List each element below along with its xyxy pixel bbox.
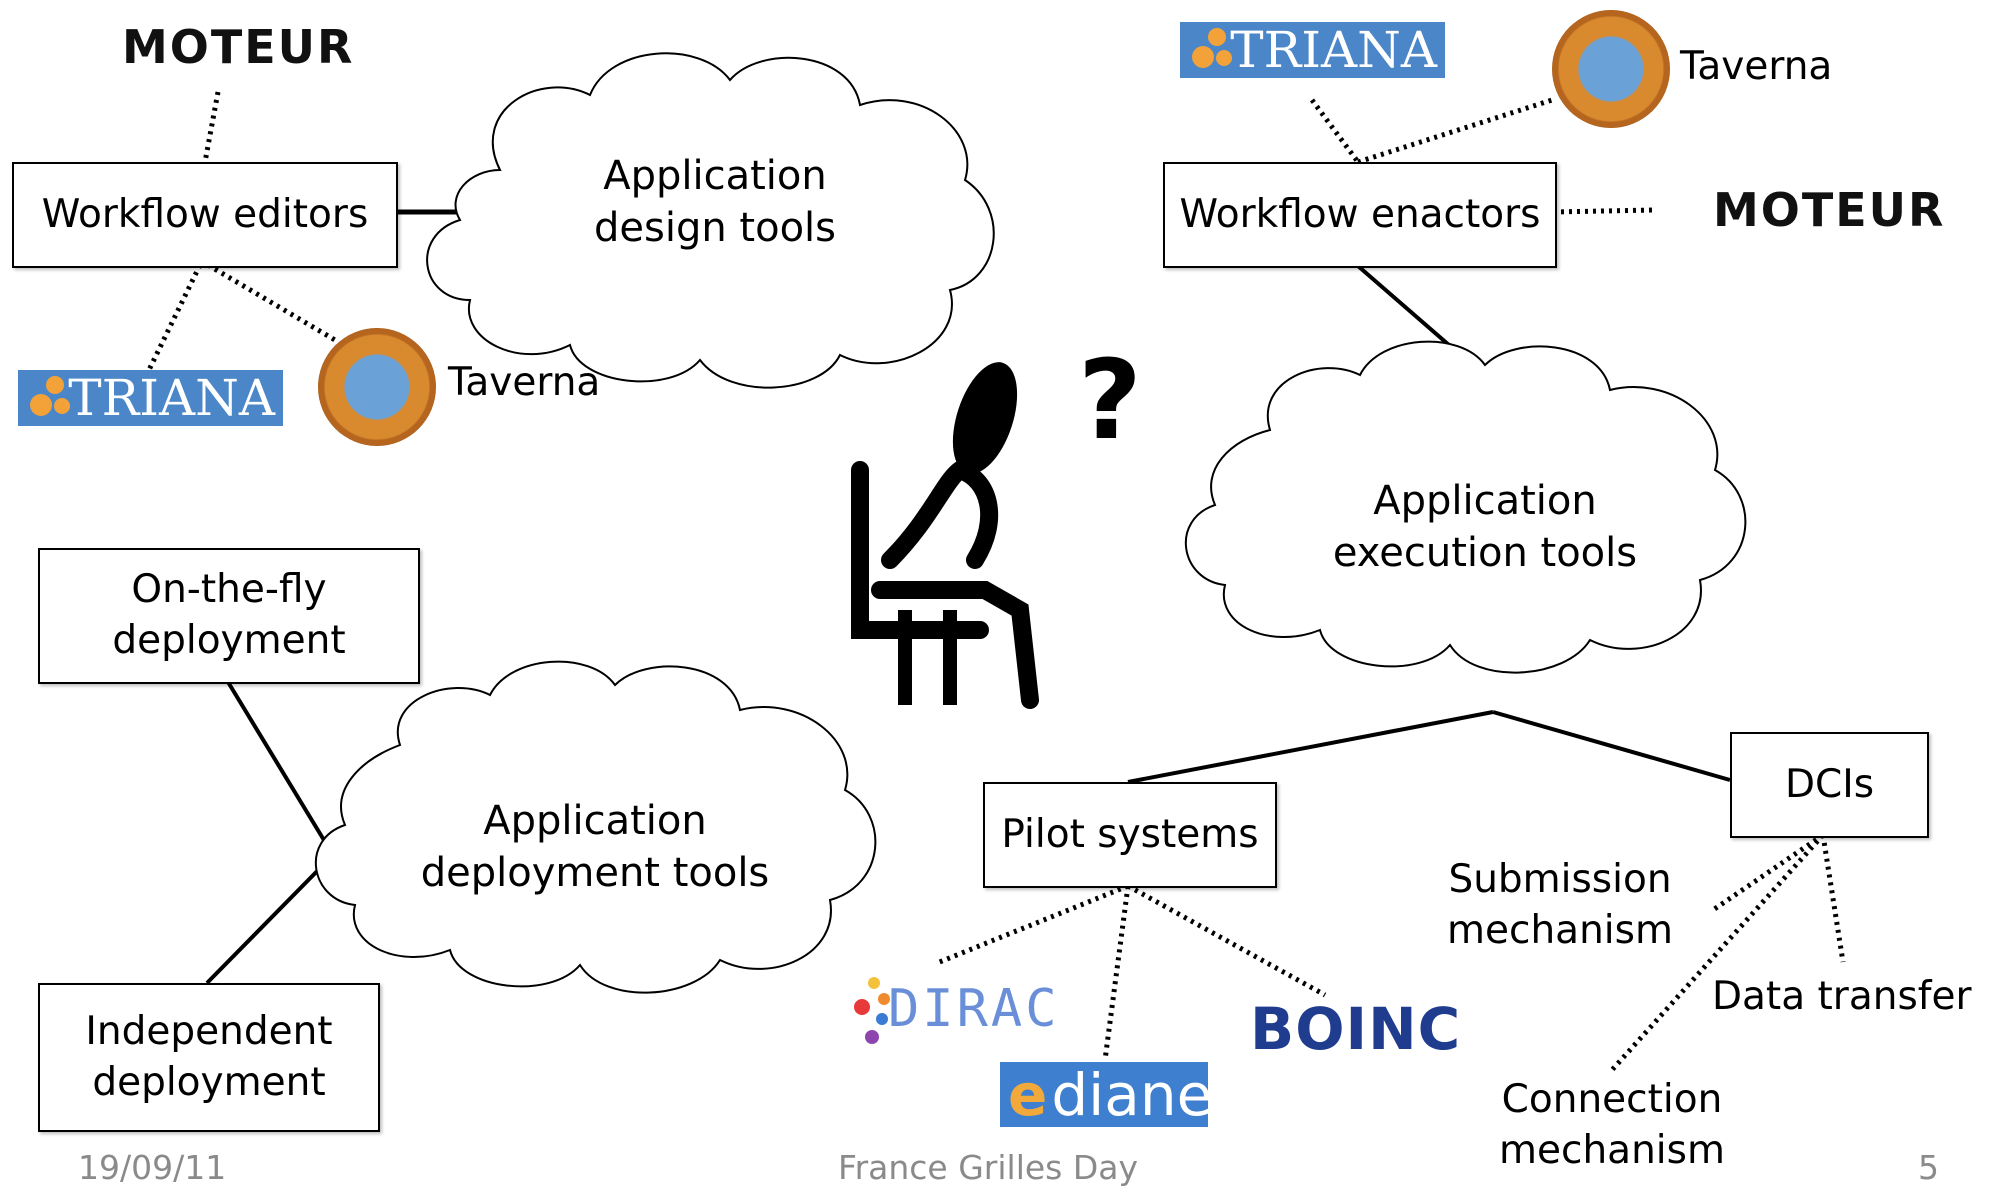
footer-event: France Grilles Day	[838, 1148, 1139, 1187]
onthefly-to-deployment-line	[226, 680, 335, 857]
on-the-fly-deployment-box: On-the-fly deployment	[38, 548, 420, 684]
pilot-to-boinc-dotted	[1126, 883, 1327, 998]
dcis-to-datatransfer-dotted	[1820, 834, 1846, 963]
boinc-wordmark: BOINC	[1250, 995, 1462, 1063]
deployment-tools-cloud	[314, 660, 877, 994]
triana-wordmark: TRIANA	[68, 369, 275, 427]
taverna-left-label: Taverna	[448, 360, 601, 405]
design-tools-label: Application design tools	[594, 153, 836, 251]
taverna-gear-icon-left	[318, 328, 436, 446]
taverna-right-label: Taverna	[1680, 44, 1833, 89]
triana-logo-left: TRIANA	[18, 369, 283, 427]
diane-mark-icon: e	[1008, 1060, 1048, 1129]
submission-mechanism-label: Submission mechanism	[1447, 857, 1673, 953]
dirac-wordmark: DIRAC	[888, 979, 1060, 1039]
execution-tools-cloud	[1184, 340, 1747, 674]
question-mark-icon: ?	[1078, 336, 1142, 464]
moteur-wordmark: MOTEUR	[1713, 183, 1946, 237]
independent-to-deployment-line	[205, 853, 335, 985]
independent-deployment-box: Independent deployment	[38, 983, 380, 1132]
footer-page-number: 5	[1918, 1148, 1939, 1187]
triana-to-enactors-dotted	[1309, 98, 1361, 164]
pilot-systems-box: Pilot systems	[983, 782, 1277, 888]
triana-wordmark: TRIANA	[1230, 21, 1437, 79]
diane-wordmark: diane	[1051, 1060, 1213, 1129]
execution-to-dcis-line	[1492, 710, 1731, 782]
pilot-to-diane-dotted	[1102, 885, 1131, 1061]
triana-logo-right: TRIANA	[1180, 21, 1445, 79]
execution-tools-label: Application execution tools	[1332, 478, 1638, 576]
data-transfer-label: Data transfer	[1712, 974, 1972, 1019]
connection-mechanism-label: Connection mechanism	[1499, 1077, 1725, 1173]
enactors-to-moteur-dotted	[1552, 207, 1656, 215]
moteur-wordmark: MOTEUR	[122, 20, 355, 74]
moteur-logo-right: MOTEUR	[1713, 175, 1945, 245]
workflow-enactors-box: Workflow enactors	[1163, 162, 1557, 268]
triana-dots-icon	[1188, 24, 1232, 76]
dirac-dots-icon	[854, 977, 890, 1044]
editors-to-triana-dotted	[145, 263, 203, 374]
dcis-to-submission-dotted	[1711, 832, 1825, 913]
taverna-gear-icon-right	[1552, 10, 1670, 128]
editors-to-taverna-dotted	[206, 262, 337, 343]
moteur-to-editors-dotted	[202, 91, 221, 163]
execution-to-pilot-line	[1127, 710, 1494, 784]
deployment-tools-label: Application deployment tools	[420, 798, 770, 896]
diane-logo: e diane	[1000, 1060, 1212, 1129]
boinc-logo: BOINC	[1250, 995, 1461, 1063]
triana-dots-icon	[26, 372, 70, 424]
design-tools-cloud	[426, 52, 995, 389]
footer-date: 19/09/11	[78, 1148, 227, 1187]
thinking-person-icon	[851, 362, 1039, 709]
pilot-to-dirac-dotted	[936, 883, 1129, 966]
moteur-logo-left: MOTEUR	[122, 12, 354, 82]
workflow-editors-box: Workflow editors	[12, 162, 398, 268]
taverna-to-enactors-dotted	[1357, 97, 1553, 165]
dcis-box: DCIs	[1730, 732, 1929, 838]
